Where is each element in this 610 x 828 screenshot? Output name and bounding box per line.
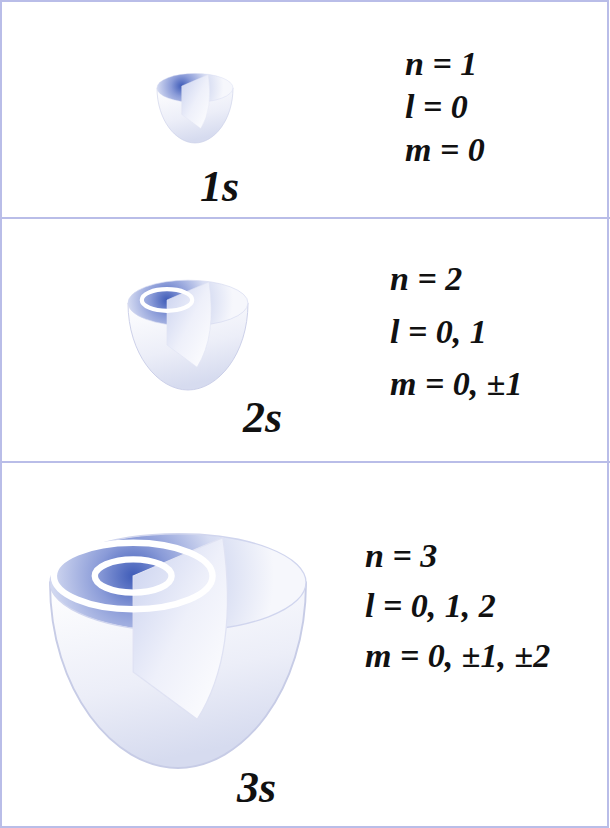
quantum-numbers: n = 1 [405,45,477,82]
divider [0,461,610,463]
quantum-numbers: l = 0 [405,88,468,125]
divider [0,217,610,219]
orbital-panel: 2s n = 2 l = 0, 1 m = 0, ±1 [0,218,610,462]
quantum-numbers: m = 0 [405,131,485,168]
sphere-3s [50,534,306,768]
sphere-2s [128,280,248,390]
orbital-panel: 3s n = 3 l = 0, 1, 2 m = 0, ±1, ±2 [0,462,610,828]
quantum-numbers: l = 0, 1 [390,313,487,350]
quantum-numbers: m = 0, ±1 [390,365,522,402]
quantum-numbers: n = 2 [390,260,462,297]
orbital-label: 3s [237,764,276,812]
orbital-label: 2s [243,394,282,442]
orbital-panel: 1s n = 1 l = 0 m = 0 [0,0,610,218]
orbital-label: 1s [200,163,239,211]
quantum-numbers: m = 0, ±1, ±2 [365,637,550,674]
sphere-1s [157,73,233,143]
quantum-numbers: n = 3 [365,537,437,574]
quantum-numbers: l = 0, 1, 2 [365,587,496,624]
